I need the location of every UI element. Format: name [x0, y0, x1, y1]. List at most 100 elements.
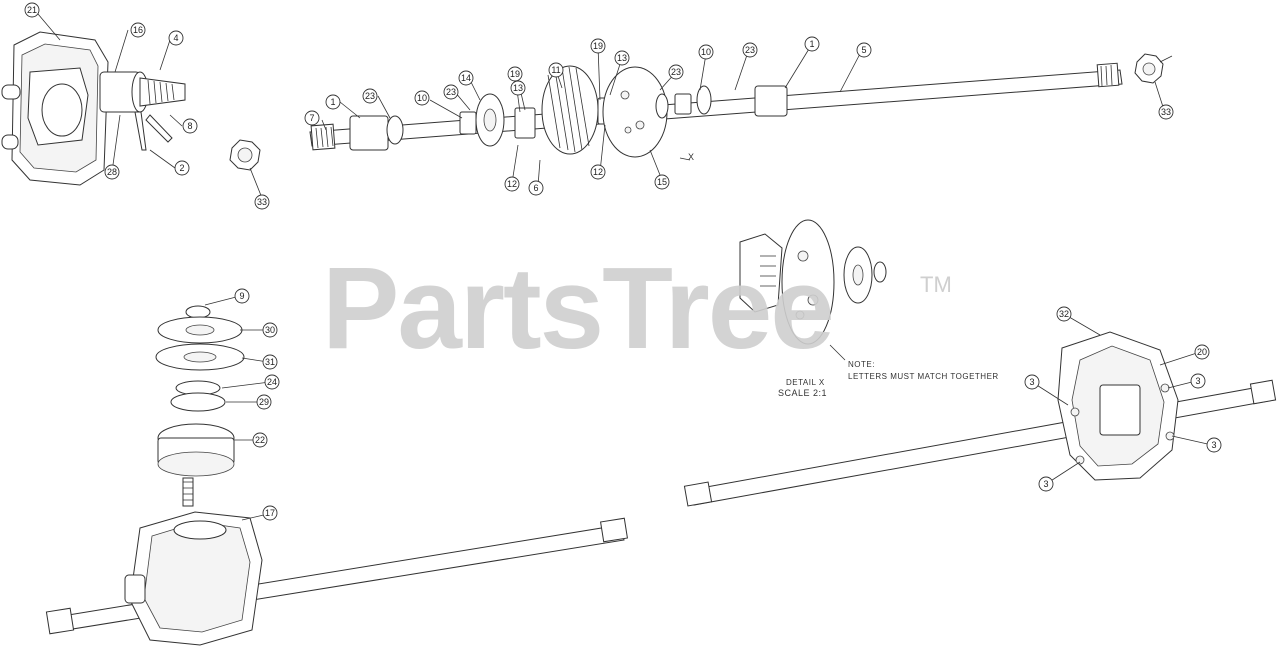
callout-6: 6	[528, 180, 544, 196]
callout-3: 3	[1190, 373, 1206, 389]
callout-number: 3	[1211, 440, 1216, 450]
callout-circle	[443, 84, 459, 100]
callout-12: 12	[504, 176, 520, 192]
callout-circle	[1158, 104, 1174, 120]
callout-30: 30	[262, 322, 278, 338]
callout-circle	[234, 288, 250, 304]
callout-number: 23	[365, 91, 375, 101]
callout-number: 33	[257, 197, 267, 207]
callout-1: 1	[325, 94, 341, 110]
callout-number: 12	[593, 167, 603, 177]
callout-number: 33	[1161, 107, 1171, 117]
callout-circle	[504, 176, 520, 192]
callout-circle	[614, 50, 630, 66]
callout-19: 19	[507, 66, 523, 82]
callout-number: 23	[446, 87, 456, 97]
callout-number: 17	[265, 508, 275, 518]
callout-number: 19	[593, 41, 603, 51]
callout-24: 24	[264, 374, 280, 390]
callout-number: 12	[507, 179, 517, 189]
callout-28: 28	[104, 164, 120, 180]
callout-circle	[654, 174, 670, 190]
callout-22: 22	[252, 432, 268, 448]
callout-circle	[130, 22, 146, 38]
callout-circle	[262, 322, 278, 338]
callout-12: 12	[590, 164, 606, 180]
callout-11: 11	[548, 62, 564, 78]
left-stack	[155, 305, 245, 507]
callout-circle	[548, 62, 564, 78]
callout-29: 29	[256, 394, 272, 410]
callout-circle	[742, 42, 758, 58]
callout-14: 14	[458, 70, 474, 86]
callout-circle	[590, 164, 606, 180]
callout-circle	[104, 164, 120, 180]
callout-number: 21	[27, 5, 37, 15]
callout-15: 15	[654, 174, 670, 190]
callout-16: 16	[130, 22, 146, 38]
callout-number: 10	[417, 93, 427, 103]
callout-circle	[668, 64, 684, 80]
callout-number: 4	[173, 33, 178, 43]
callout-circle	[1024, 374, 1040, 390]
callout-circle	[507, 66, 523, 82]
callout-7: 7	[304, 110, 320, 126]
callout-circle	[362, 88, 378, 104]
callout-circle	[1206, 437, 1222, 453]
callout-circle	[1038, 476, 1054, 492]
callout-number: 16	[133, 25, 143, 35]
callout-circle	[168, 30, 184, 46]
callout-circle	[256, 394, 272, 410]
callout-number: 15	[657, 177, 667, 187]
callout-number: 2	[179, 163, 184, 173]
callout-number: 11	[551, 65, 560, 75]
callout-31: 31	[262, 354, 278, 370]
callout-23: 23	[668, 64, 684, 80]
callout-23: 23	[742, 42, 758, 58]
note-text: LETTERS MUST MATCH TOGETHER	[848, 372, 999, 381]
callout-33: 33	[1158, 104, 1174, 120]
callout-circle	[1194, 344, 1210, 360]
callout-number: 32	[1059, 309, 1069, 319]
callout-19: 19	[590, 38, 606, 54]
callout-circle	[528, 180, 544, 196]
callout-32: 32	[1056, 306, 1072, 322]
callout-10: 10	[698, 44, 714, 60]
callout-number: 3	[1043, 479, 1048, 489]
callout-13: 13	[510, 80, 526, 96]
callout-17: 17	[262, 505, 278, 521]
callout-circle	[856, 42, 872, 58]
callout-number: 1	[330, 97, 335, 107]
callout-number: 6	[533, 183, 538, 193]
callout-circle	[262, 354, 278, 370]
detail-x	[739, 219, 887, 361]
callout-circle	[698, 44, 714, 60]
callout-23: 23	[443, 84, 459, 100]
callout-circle	[304, 110, 320, 126]
callout-20: 20	[1194, 344, 1210, 360]
callout-circle	[804, 36, 820, 52]
callout-number: 23	[671, 67, 681, 77]
callout-circle	[1056, 306, 1072, 322]
callout-number: 20	[1197, 347, 1207, 357]
callout-number: 13	[617, 53, 627, 63]
gear-33-left	[229, 139, 261, 171]
callout-3: 3	[1206, 437, 1222, 453]
callout-number: 23	[745, 45, 755, 55]
callout-circle	[24, 2, 40, 18]
callout-circle	[325, 94, 341, 110]
detail-scale: SCALE 2:1	[778, 388, 828, 398]
callout-circle	[254, 194, 270, 210]
callout-4: 4	[168, 30, 184, 46]
worm-shaft-assembly	[99, 71, 186, 151]
callout-circle	[264, 374, 280, 390]
callout-number: 24	[267, 377, 277, 387]
detail-letter: X	[688, 152, 695, 162]
note-title: NOTE:	[848, 360, 875, 369]
callout-circle	[252, 432, 268, 448]
callout-circle	[414, 90, 430, 106]
gear-housing-top-left	[1, 31, 109, 186]
callout-number: 29	[259, 397, 269, 407]
